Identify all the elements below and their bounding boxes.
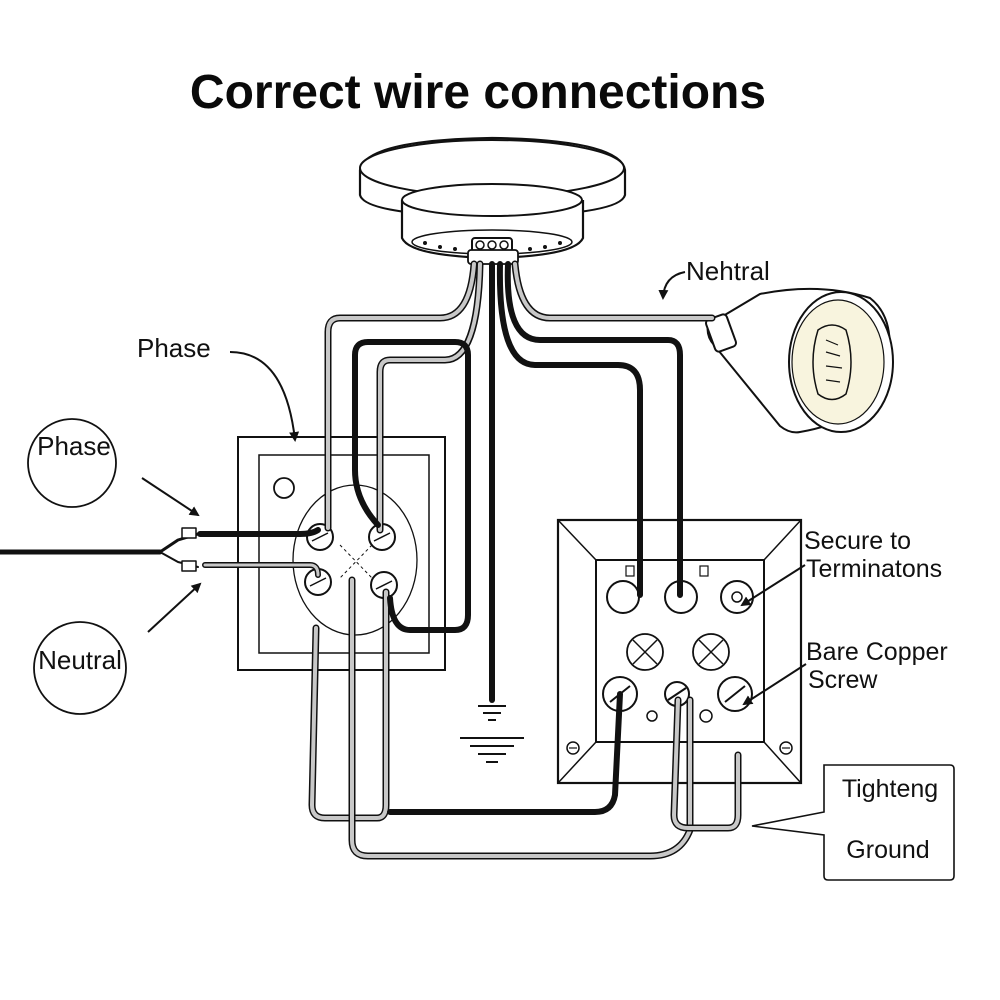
copper-label-line2: Screw: [808, 666, 878, 694]
secure-label-line1: Secure to: [804, 527, 911, 555]
neutral-callout: Neutral: [33, 582, 202, 715]
phase-top-label: Phase: [137, 333, 211, 363]
neutral-lamp-label: Nehtral: [686, 256, 770, 286]
neutral-circle-label: Neutral: [38, 645, 122, 675]
lamp: [704, 287, 894, 434]
phase-circle-label: Phase: [37, 431, 111, 461]
secure-callout: Secure to Terminatons: [740, 527, 942, 607]
neutral-lamp-arrow: [658, 271, 686, 300]
black-wires: [0, 261, 683, 815]
phase-top-arrow: [229, 351, 300, 442]
tighten-label: Tighteng: [842, 775, 938, 803]
tighten-ground-callout: Tighteng Ground: [751, 764, 955, 881]
ground-label: Ground: [846, 836, 929, 864]
secure-label-line2: Terminatons: [806, 555, 942, 583]
bulb-icon: [791, 299, 885, 425]
right-terminal-screws: [602, 580, 754, 723]
diagram-title: Correct wire connections: [190, 66, 766, 119]
phase-callout: Phase: [27, 418, 200, 517]
left-switch-box: [237, 436, 446, 671]
ground-symbol: [460, 705, 524, 763]
copper-label-line1: Bare Copper: [806, 638, 948, 666]
ceiling-fixture: [358, 136, 627, 265]
copper-callout: Bare Copper Screw: [742, 638, 948, 706]
grey-wires: [202, 260, 742, 860]
